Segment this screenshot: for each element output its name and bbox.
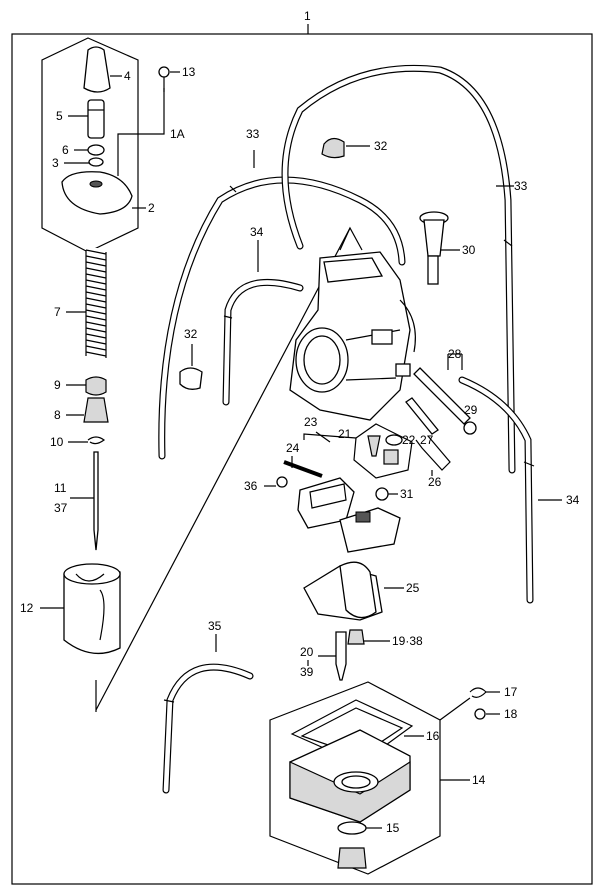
label-36: 36 [244,479,258,493]
part-32-clip-left [179,344,203,390]
label-17: 17 [504,685,518,699]
label-30: 30 [462,243,476,257]
label-15: 15 [386,821,400,835]
label-7: 7 [54,305,61,319]
label-20: 20 [300,645,314,659]
drain-plug [337,847,367,869]
hose-34-left [222,240,304,406]
part-13-screw [117,66,180,176]
label-1: 1 [304,9,311,23]
part-28-29-screw [413,353,477,435]
label-12: 12 [20,601,34,615]
label-33-right: 33 [514,179,528,193]
label-16: 16 [426,729,440,743]
part-3-washer [64,157,104,167]
part-30-plunger [419,211,460,285]
label-1A: 1A [170,127,185,141]
label-34-right: 34 [566,493,580,507]
part-5-adjuster [68,99,105,139]
label-32-left: 32 [184,327,198,341]
part-6-nut [74,144,105,156]
float-bowl [289,729,411,823]
part-11-needle [70,451,99,551]
part-15-oring [337,821,382,835]
label-33-left: 33 [246,127,260,141]
part-22-oring [385,434,403,446]
part-27-jet [405,397,439,435]
part-26-bracket [415,435,451,471]
label-21: 21 [338,427,352,441]
part-20-needle-jet [318,631,347,681]
part-23-float [297,433,401,553]
label-27: 27 [420,433,434,447]
float-bowl-hexagon [269,681,471,875]
label-25: 25 [406,581,420,595]
label-26: 26 [428,475,442,489]
label-29: 29 [464,403,478,417]
callout-labels: 1 1A 2 3 4 5 6 7 8 9 10 11 37 12 13 14 1… [20,9,580,835]
part-4-rubber-cap [83,46,122,93]
part-24-pin [283,460,323,478]
part-19-main-jet [347,629,390,645]
label-14: 14 [472,773,486,787]
assembly-link-line [95,226,363,711]
label-3: 3 [52,156,59,170]
hose-35 [162,634,254,794]
label-28: 28 [448,347,462,361]
carburetor-body [289,251,416,421]
label-34-left: 34 [250,225,264,239]
part-25-insert [303,561,404,621]
hose-33-right [281,64,516,474]
label-22: 22 [402,433,416,447]
part-17-bracket [469,687,500,698]
part-9-seat [66,376,107,396]
part-21-jet-block [353,423,413,479]
outer-frame [11,24,593,885]
hose-34-right [458,376,562,604]
label-8: 8 [54,408,61,422]
label-4: 4 [124,69,131,83]
part-7-spring [66,248,107,358]
part-36-screw [264,476,288,488]
label-39: 39 [300,665,314,679]
part-12-throttle-valve [40,563,121,712]
label-5: 5 [56,109,63,123]
label-19-38: 19·38 [392,634,423,648]
part-2-cap-plate [61,171,146,215]
label-9: 9 [54,378,61,392]
label-10: 10 [50,435,64,449]
hose-33-left [158,150,406,460]
label-13: 13 [182,65,196,79]
label-35: 35 [208,619,222,633]
label-24: 24 [286,441,300,455]
label-32-top: 32 [374,139,388,153]
part-8-needle-holder [66,397,109,423]
part-10-clip [68,436,106,445]
part-31-screw [375,487,398,501]
label-18: 18 [504,707,518,721]
part-32-clip-top [321,137,370,159]
label-23: 23 [304,415,318,429]
leader-lines [291,431,433,666]
label-2: 2 [148,201,155,215]
label-31: 31 [400,487,414,501]
label-6: 6 [62,143,69,157]
part-18-screw [474,708,500,720]
label-37: 37 [54,501,68,515]
label-11: 11 [54,481,67,495]
